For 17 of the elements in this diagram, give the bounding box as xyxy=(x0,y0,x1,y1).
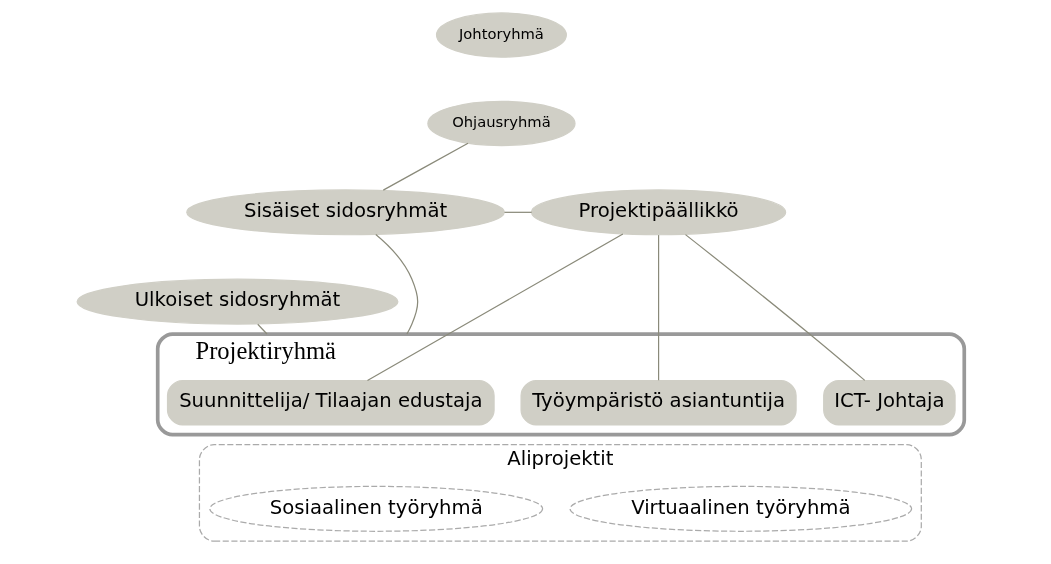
node-ellipse: Projektipäällikkö xyxy=(530,189,787,236)
connector xyxy=(375,233,419,335)
node-ellipse: Ulkoiset sidosryhmät xyxy=(76,278,399,325)
connector xyxy=(382,142,469,191)
connector xyxy=(503,211,533,213)
node-ellipse: Ohjausryhmä xyxy=(427,100,576,147)
node-ellipse: Sisäiset sidosryhmät xyxy=(186,189,505,236)
node-box: ICT- Johtaja xyxy=(823,380,956,426)
connector xyxy=(657,234,660,381)
node-box: Suunnittelija/ Tilaajan edustaja xyxy=(166,380,495,426)
node-box: Työympäristö asiantuntija xyxy=(520,380,797,426)
node-ellipse: Virtuaalinen työryhmä xyxy=(569,485,913,532)
connector xyxy=(684,234,866,381)
connector xyxy=(257,323,268,335)
node-ellipse: Sosiaalinen työryhmä xyxy=(209,485,544,532)
node-ellipse: Johtoryhmä xyxy=(435,12,567,58)
connector xyxy=(366,233,624,382)
